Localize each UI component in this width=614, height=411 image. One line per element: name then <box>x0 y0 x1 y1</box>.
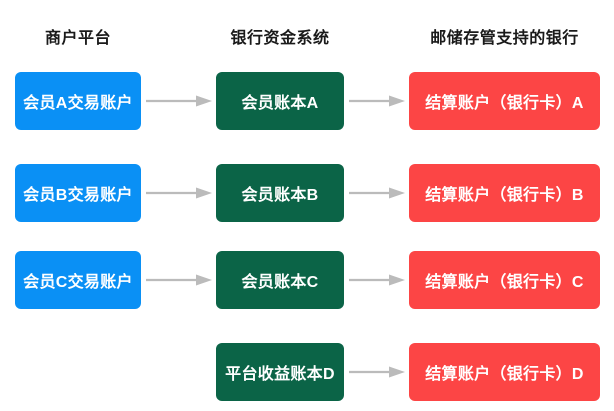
arrow-right-icon-ledger-to-settlement-b <box>349 187 405 199</box>
column-header-postal-custody-banks: 邮储存管支持的银行 <box>430 30 579 47</box>
node-merchant-account-b[interactable]: 会员B交易账户 <box>15 164 141 222</box>
node-settlement-account-d[interactable]: 结算账户（银行卡）D <box>409 343 600 401</box>
column-header-bank-fund-system: 银行资金系统 <box>230 30 330 47</box>
node-ledger-b[interactable]: 会员账本B <box>216 164 344 222</box>
arrow-right-icon-ledger-to-settlement-c <box>349 274 405 286</box>
node-settlement-account-a[interactable]: 结算账户（银行卡）A <box>409 72 600 130</box>
arrow-layer-row-d <box>0 343 614 401</box>
node-settlement-account-c[interactable]: 结算账户（银行卡）C <box>409 251 600 309</box>
node-ledger-platform-revenue-d[interactable]: 平台收益账本D <box>216 343 344 401</box>
arrow-right-icon-ledger-to-settlement-a <box>349 95 405 107</box>
arrow-layer-row-c <box>0 251 614 309</box>
node-ledger-c[interactable]: 会员账本C <box>216 251 344 309</box>
node-settlement-account-b[interactable]: 结算账户（银行卡）B <box>409 164 600 222</box>
arrow-layer-row-b <box>0 164 614 222</box>
arrow-right-icon-merchant-to-ledger-b <box>146 187 212 199</box>
arrow-right-icon-merchant-to-ledger-c <box>146 274 212 286</box>
node-merchant-account-c[interactable]: 会员C交易账户 <box>15 251 141 309</box>
node-ledger-a[interactable]: 会员账本A <box>216 72 344 130</box>
column-header-merchant-platform: 商户平台 <box>44 30 111 47</box>
arrow-layer-row-a <box>0 72 614 130</box>
arrow-right-icon-merchant-to-ledger-a <box>146 95 212 107</box>
node-merchant-account-a[interactable]: 会员A交易账户 <box>15 72 141 130</box>
arrow-right-icon-ledger-to-settlement-d <box>349 366 405 378</box>
